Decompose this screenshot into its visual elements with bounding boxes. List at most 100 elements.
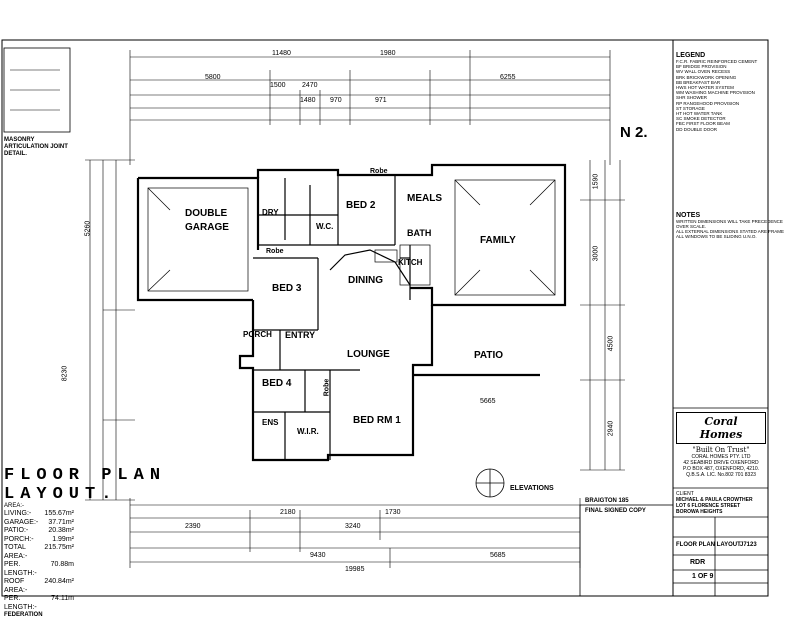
dim-right-3000: 3000 [592, 245, 600, 262]
room-dry: DRY [262, 208, 279, 217]
room-dining: DINING [348, 275, 383, 286]
dim-bottom-overall: 19985 [345, 566, 365, 573]
elevations-label: ELEVATIONS [510, 485, 554, 492]
dim-patio-5665: 5665 [480, 398, 496, 405]
notes-heading: NOTES [676, 211, 701, 219]
dim-left-5260: 5260 [84, 220, 92, 237]
articulation-title: MASONRY ARTICULATION JOINT DETAIL. [4, 137, 68, 157]
dim-top-6255: 6255 [500, 74, 516, 81]
legend-item: SHR SHOWER [676, 95, 708, 101]
area-row: LIVING:-155.67m² [4, 510, 74, 517]
top-dimension-lines [129, 50, 611, 165]
legend-item: HT HOT WATER TANK [676, 111, 723, 117]
dim-left-8230: 8230 [61, 365, 69, 382]
drawing-title-cell: FLOOR PLAN LAYOUT [676, 542, 741, 548]
room-kitch: KITCH [398, 258, 423, 267]
company-address-1: CORAL HOMES PTY. LTD [691, 454, 751, 460]
room-double-garage-line2: GARAGE [185, 222, 229, 233]
legend-item: RP RANGEHOOD PROVISION [676, 100, 740, 106]
dim-bottom-3240: 3240 [345, 523, 361, 530]
dim-top-1980: 1980 [380, 50, 396, 57]
client-name: MICHAEL & PAULA CROWTHER [676, 497, 753, 503]
area-row: TOTAL AREA:-215.75m² [4, 544, 74, 560]
internal-walls [253, 170, 411, 460]
dim-right-1590: 1590 [592, 173, 600, 190]
room-robe-3: Robe [323, 378, 331, 397]
room-bed-rm1: BED RM 1 [353, 415, 401, 426]
areas-footer: FEDERATION [4, 612, 43, 618]
areas-heading: AREA:- [4, 503, 25, 509]
drawn-by: RDR [690, 559, 706, 566]
dim-top-971: 971 [375, 97, 387, 104]
room-robe-2: Robe [370, 168, 388, 175]
room-bed3: BED 3 [272, 283, 302, 294]
area-row: ROOF AREA:-240.84m² [4, 578, 74, 594]
elevation-compass [475, 468, 505, 498]
room-family: FAMILY [480, 235, 516, 246]
company-tagline: "Built On Trust" [692, 446, 750, 454]
garage-roof-lines [147, 187, 249, 292]
area-row: PER. LENGTH:-74.11m [4, 595, 74, 611]
north-marker: N 2. [620, 124, 648, 141]
note-item: OVER SCALE. [676, 224, 707, 230]
dim-right-4500: 4500 [607, 335, 615, 352]
area-row: PER. LENGTH:-70.88m [4, 561, 74, 577]
dim-top-1480: 1480 [300, 97, 316, 104]
room-ens: ENS [262, 418, 279, 427]
area-row: PATIO:-20.38m² [4, 527, 74, 534]
right-dimension-lines [580, 160, 625, 471]
legend-item: WV WALL OVEN RECESS [676, 69, 731, 75]
dim-right-2940: 2940 [607, 420, 615, 437]
dim-bottom-2180: 2180 [280, 509, 296, 516]
room-porch: PORCH [243, 330, 272, 339]
area-row: PORCH:-1.99m² [4, 535, 74, 543]
note-item: WRITTEN DIMENSIONS WILL TAKE PRECEDENCE [676, 218, 783, 224]
legend-item: BRK BRICKWORK OPENING [676, 74, 737, 80]
legend-item: F.C.R. FABRIC REINFORCED CEMENT [676, 59, 758, 64]
company-licence: Q.B.S.A. LIC. No.802 701 8323 [686, 472, 756, 478]
company-logo: Coral Homes [676, 412, 766, 444]
legend-item: BB BREAKFAST BAR [676, 79, 721, 85]
areas-table: AREA:- LIVING:-155.67m² GARAGE:-37.71m² … [4, 503, 74, 619]
dim-top-1500: 1500 [270, 82, 286, 89]
dim-top-overall: 11480 [272, 50, 291, 57]
sheet-border [1, 39, 769, 597]
status-stamp: FINAL SIGNED COPY [585, 508, 646, 514]
legend-panel: LEGEND F.C.R. FABRIC REINFORCED CEMENT B… [676, 52, 785, 240]
company-block: Coral Homes "Built On Trust" CORAL HOMES… [676, 412, 766, 478]
note-item: ALL WINDOWS TO BE SLIDING U.N.O. [676, 234, 757, 240]
dim-top-970: 970 [330, 97, 342, 104]
title-block-grid [579, 407, 768, 597]
legend-item: BF BRIDGE PROVISION [676, 64, 727, 70]
external-walls [136, 163, 567, 462]
room-bed4: BED 4 [262, 378, 292, 389]
dim-bottom-2390: 2390 [185, 523, 201, 530]
legend-item: FBC FIRST FLOOR BEAM [676, 121, 730, 127]
legend-item: SC SMOKE DETECTOR [676, 116, 726, 122]
drawing-title-line2: LAYOUT. [4, 485, 118, 504]
sheet-number: 1 OF 9 [692, 573, 714, 580]
drawing-title: FLOOR PLAN LAYOUT. [4, 466, 166, 504]
room-wir: W.I.R. [297, 427, 319, 436]
room-wc: W.C. [316, 222, 334, 231]
bottom-dimension-lines [129, 498, 581, 568]
room-lounge: LOUNGE [347, 349, 390, 360]
legend-item: HWS HOT WATER SYSTEM [676, 85, 734, 91]
area-row: GARAGE:-37.71m² [4, 518, 74, 526]
house-type: BRAIGTON 185 [585, 498, 629, 504]
dim-bottom-9430: 9430 [310, 552, 326, 559]
room-meals: MEALS [407, 193, 442, 204]
legend-item: DD DOUBLE DOOR [676, 126, 718, 132]
dim-bottom-1730: 1730 [385, 509, 401, 516]
legend-heading: LEGEND [676, 52, 706, 59]
dim-top-2470: 2470 [302, 82, 318, 89]
room-robe-1: Robe [266, 248, 284, 255]
room-bed2: BED 2 [346, 200, 376, 211]
family-roof-lines [454, 179, 556, 296]
floor-plan-drawing [1, 39, 769, 597]
note-item: ALL EXTERNAL DIMENSIONS STATED ARE FRAME [676, 229, 785, 235]
room-double-garage-line1: DOUBLE [185, 208, 228, 219]
room-entry: ENTRY [285, 330, 316, 340]
legend-item: ST STORAGE [676, 105, 705, 111]
client-block: CLIENT MICHAEL & PAULA CROWTHER LOT 6 FL… [676, 491, 766, 515]
